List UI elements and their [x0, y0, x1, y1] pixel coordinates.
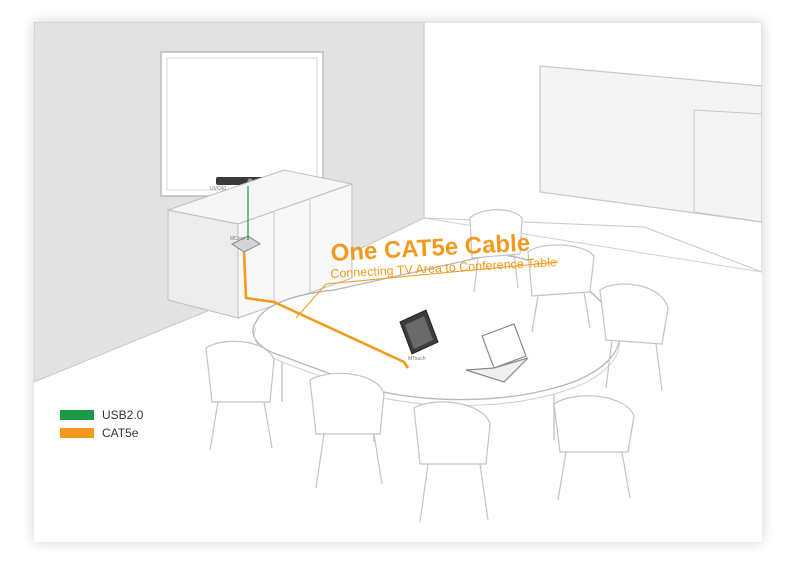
chair-front-3 — [413, 401, 491, 523]
cabinet-side — [237, 183, 353, 319]
cat5e-cable — [242, 251, 410, 369]
legend-label-cat5e: CAT5e — [102, 426, 139, 440]
legend-swatch-usb — [60, 410, 94, 420]
chair-back-1 — [469, 209, 523, 293]
whiteboard — [539, 65, 762, 223]
laptop-screen — [481, 323, 527, 369]
cabinet-front — [167, 209, 239, 319]
hub-device — [231, 235, 261, 253]
laptop-base — [465, 357, 529, 383]
hub-label: MCore — [230, 236, 246, 242]
legend-item-usb: USB2.0 — [60, 406, 143, 424]
legend-swatch-cat5e — [60, 428, 94, 438]
legend-label-usb: USB2.0 — [102, 408, 144, 422]
room-illustration — [34, 22, 762, 523]
callout-underline — [325, 261, 559, 285]
callout-pointer — [295, 283, 327, 319]
chair-front-2 — [309, 372, 385, 489]
touch-panel-label: MTouch — [408, 356, 426, 362]
diagram-frame: UVC40 MCore MTouch One CAT5e Cable Conne… — [34, 22, 762, 542]
legend-item-cat5e: CAT5e — [60, 424, 143, 442]
legend: USB2.0 CAT5e — [60, 406, 143, 442]
chair-right-2 — [553, 395, 635, 501]
video-bar-label: UVC40 — [210, 186, 227, 192]
chair-right-1 — [599, 283, 669, 391]
chair-back-2 — [527, 244, 595, 333]
chair-front-1 — [205, 340, 275, 451]
